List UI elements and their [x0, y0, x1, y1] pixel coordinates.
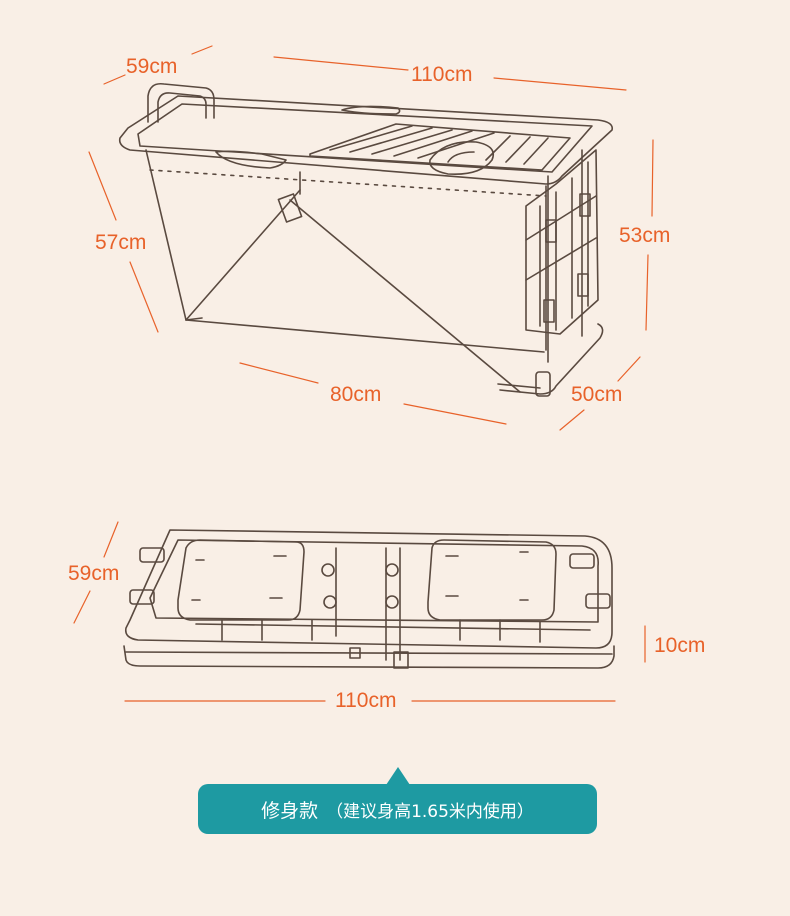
folded-length-label: 110cm — [335, 689, 397, 712]
caption-pointer — [386, 767, 410, 785]
caption-sub: （建议身高1.65米内使用） — [326, 801, 534, 822]
folded-thickness-label: 10cm — [654, 634, 706, 657]
folded-width-label: 59cm — [68, 562, 120, 585]
top-width-label: 59cm — [126, 55, 178, 78]
dimension-lines — [73, 45, 654, 702]
model-caption: 修身款 （建议身高1.65米内使用） — [198, 784, 597, 834]
bottom-length-label: 80cm — [330, 383, 382, 406]
top-height-left-label: 57cm — [95, 231, 147, 254]
caption-main: 修身款 — [261, 799, 319, 822]
top-height-right-label: 53cm — [619, 224, 671, 247]
depth-label: 50cm — [571, 383, 623, 406]
top-length-label: 110cm — [411, 63, 473, 86]
